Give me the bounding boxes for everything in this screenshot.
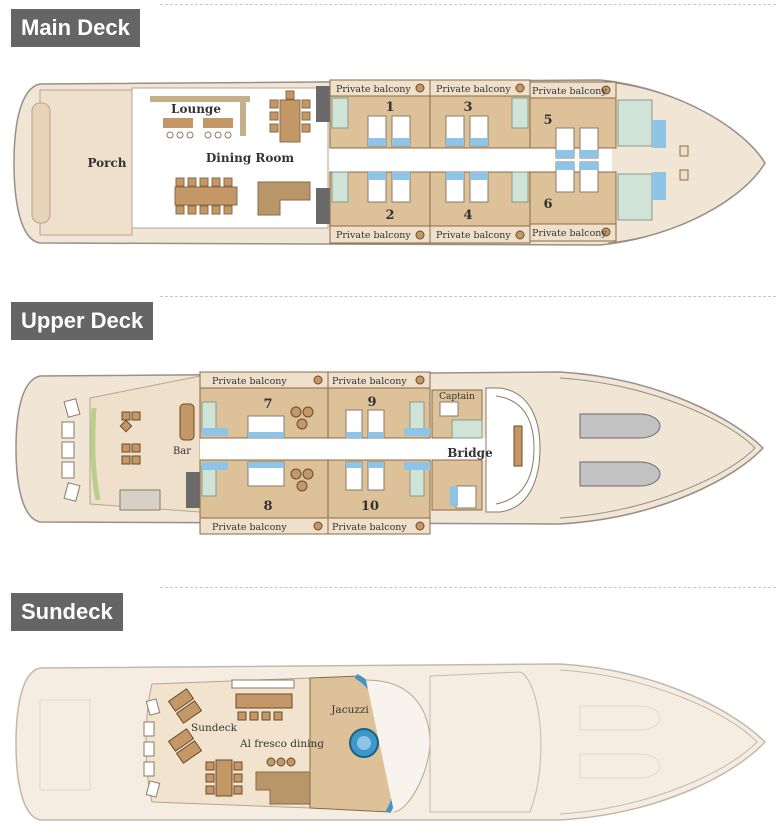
balcony-label-bottom-4: Private balcony — [436, 230, 511, 241]
balcony-label-top-3: Private balcony — [436, 84, 511, 95]
sundeck-label: Sundeck — [191, 722, 238, 734]
balcony-label-top-9: Private balcony — [332, 376, 407, 387]
balcony-label-top-1: Private balcony — [336, 84, 411, 95]
cabin-number-7: 7 — [263, 397, 272, 412]
sundeck-title: Sundeck — [11, 593, 123, 631]
balcony-bottom-6 — [529, 223, 617, 242]
porch-label: Porch — [87, 156, 126, 170]
cabin-number-8: 8 — [263, 499, 272, 514]
cabin-number-4: 4 — [463, 208, 472, 223]
lounge-label: Lounge — [171, 102, 221, 116]
alfresco-label: Al fresco dining — [239, 738, 324, 750]
upper-deck-title: Upper Deck — [11, 302, 154, 340]
captain-label: Captain — [439, 392, 475, 402]
balcony-top-5 — [529, 81, 617, 99]
balcony-label-bottom-2: Private balcony — [336, 230, 411, 241]
cabin-number-2: 2 — [385, 208, 394, 223]
tender-boats — [579, 413, 661, 487]
bridge-area — [485, 387, 541, 513]
cabin-number-5: 5 — [543, 113, 552, 128]
bar-label: Bar — [173, 446, 191, 457]
cabin-number-3: 3 — [463, 100, 472, 115]
sundeck-divider — [160, 587, 776, 588]
upper-deck-divider — [160, 296, 776, 297]
balcony-label-top-7: Private balcony — [212, 376, 287, 387]
balcony-label-top-5: Private balcony — [532, 86, 607, 97]
balcony-label-bottom-8: Private balcony — [212, 522, 287, 533]
main-deck-title: Main Deck — [11, 9, 140, 47]
dining-room-label: Dining Room — [206, 151, 295, 165]
jacuzzi-label: Jacuzzi — [330, 704, 369, 716]
main-deck-divider — [160, 4, 776, 5]
cabin-number-1: 1 — [385, 100, 394, 115]
balcony-label-bottom-10: Private balcony — [332, 522, 407, 533]
balcony-label-bottom-6: Private balcony — [532, 228, 607, 239]
cabin-number-6: 6 — [543, 197, 552, 212]
cabin-number-9: 9 — [367, 395, 376, 410]
bridge-label: Bridge — [447, 446, 493, 460]
cabin-number-10: 10 — [361, 499, 379, 514]
upper-corridor — [200, 438, 490, 460]
porch-area — [39, 89, 133, 236]
